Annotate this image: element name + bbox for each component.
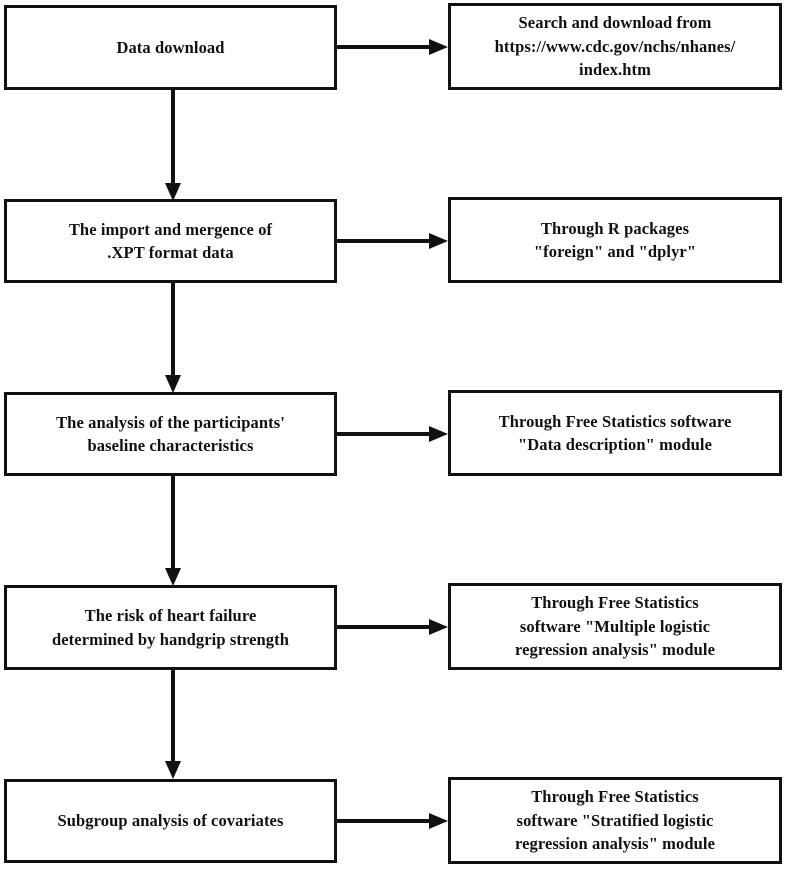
arrow-step-2-to-step-3-vertical	[164, 283, 182, 394]
flow-node-label: The risk of heart failure determined by …	[51, 606, 290, 649]
flow-node-label: Data download	[116, 37, 225, 57]
flow-node-step-3-right[interactable]: Through Free Statistics software "Data d…	[448, 390, 782, 476]
arrow-step-1-horizontal	[337, 38, 449, 56]
flow-node-label: Subgroup analysis of covariates	[57, 811, 284, 831]
arrow-step-4-horizontal	[337, 618, 449, 636]
arrow-step-3-to-step-4-vertical	[164, 476, 182, 587]
flow-node-label: Through Free Statistics software "Multip…	[514, 593, 716, 660]
arrow-step-2-horizontal	[337, 232, 449, 250]
flow-node-label: The analysis of the participants' baseli…	[56, 412, 285, 455]
flow-node-step-2-right[interactable]: Through R packages "foreign" and "dplyr"	[448, 197, 782, 283]
flow-node-step-4-right[interactable]: Through Free Statistics software "Multip…	[448, 583, 782, 670]
arrow-step-5-horizontal	[337, 812, 449, 830]
flow-node-step-5-left[interactable]: Subgroup analysis of covariates	[4, 779, 337, 863]
flow-node-step-2-left[interactable]: The import and mergence of .XPT format d…	[4, 199, 337, 283]
flow-node-label: Through R packages "foreign" and "dplyr"	[533, 218, 697, 261]
flow-node-step-5-right[interactable]: Through Free Statistics software "Strati…	[448, 777, 782, 864]
flow-node-step-1-right[interactable]: Search and download from https://www.cdc…	[448, 3, 782, 90]
flow-node-label: The import and mergence of .XPT format d…	[68, 219, 273, 262]
arrow-step-4-to-step-5-vertical	[164, 670, 182, 780]
arrow-step-3-horizontal	[337, 425, 449, 443]
flow-node-step-1-left[interactable]: Data download	[4, 5, 337, 90]
flow-node-label: Through Free Statistics software "Data d…	[498, 411, 732, 454]
flow-node-step-3-left[interactable]: The analysis of the participants' baseli…	[4, 392, 337, 476]
arrow-step-1-to-step-2-vertical	[164, 90, 182, 202]
flow-node-label: Search and download from https://www.cdc…	[494, 13, 736, 80]
flow-node-step-4-left[interactable]: The risk of heart failure determined by …	[4, 585, 337, 670]
flow-node-label: Through Free Statistics software "Strati…	[514, 787, 716, 854]
